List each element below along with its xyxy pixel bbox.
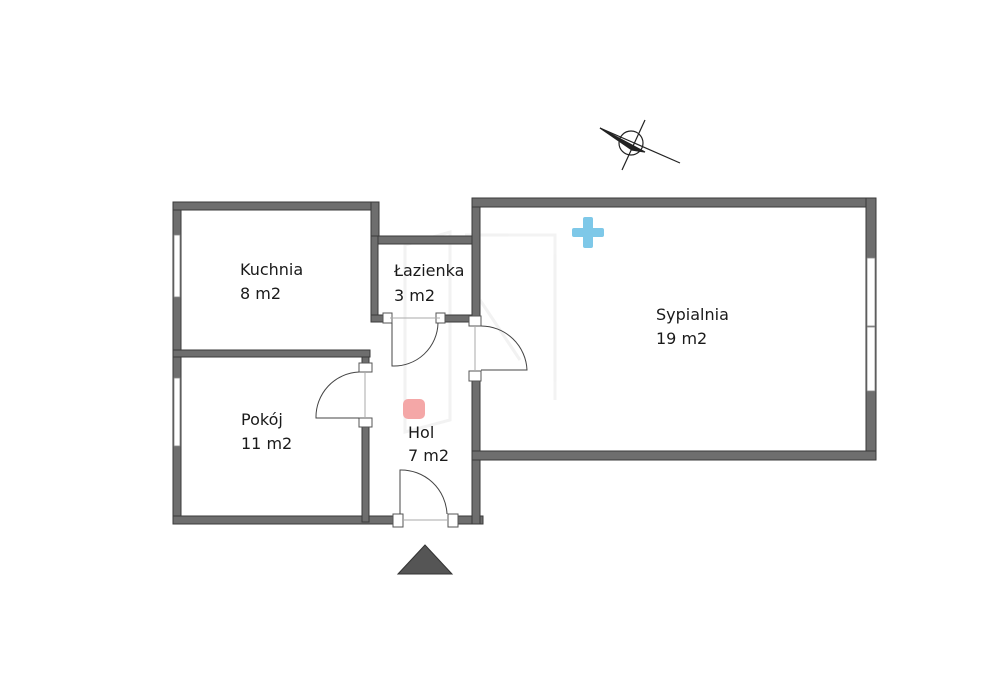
room-area: 8 m2 [240,284,281,303]
window-sypialnia-2 [866,326,876,392]
room-name: Łazienka [393,261,464,280]
room-lazienka: Łazienka 3 m2 [393,261,464,305]
room-pokoj: Pokój 11 m2 [241,410,292,453]
room-name: Sypialnia [656,305,729,324]
room-area: 3 m2 [394,286,435,305]
window-kuchnia [173,234,181,298]
window-pokoj [173,377,181,447]
room-area: 19 m2 [656,329,707,348]
door-lazienka [382,312,446,367]
door-entrance [392,469,459,528]
plus-marker-icon [572,217,604,248]
doors [315,312,528,528]
entrance-arrow-icon [396,544,454,575]
room-area: 11 m2 [241,434,292,453]
compass-icon [599,119,681,171]
walls [172,197,877,525]
room-name: Pokój [241,410,283,429]
door-sypialnia [468,315,528,382]
window-sypialnia-1 [866,257,876,327]
room-sypialnia: Sypialnia 19 m2 [656,305,729,348]
room-name: Kuchnia [240,260,303,279]
room-hol: Hol 7 m2 [408,423,449,465]
room-area: 7 m2 [408,446,449,465]
door-pokoj [315,362,373,428]
dot-marker-icon [403,399,425,419]
room-kuchnia: Kuchnia 8 m2 [240,260,303,303]
windows [173,234,876,447]
room-name: Hol [408,423,434,442]
